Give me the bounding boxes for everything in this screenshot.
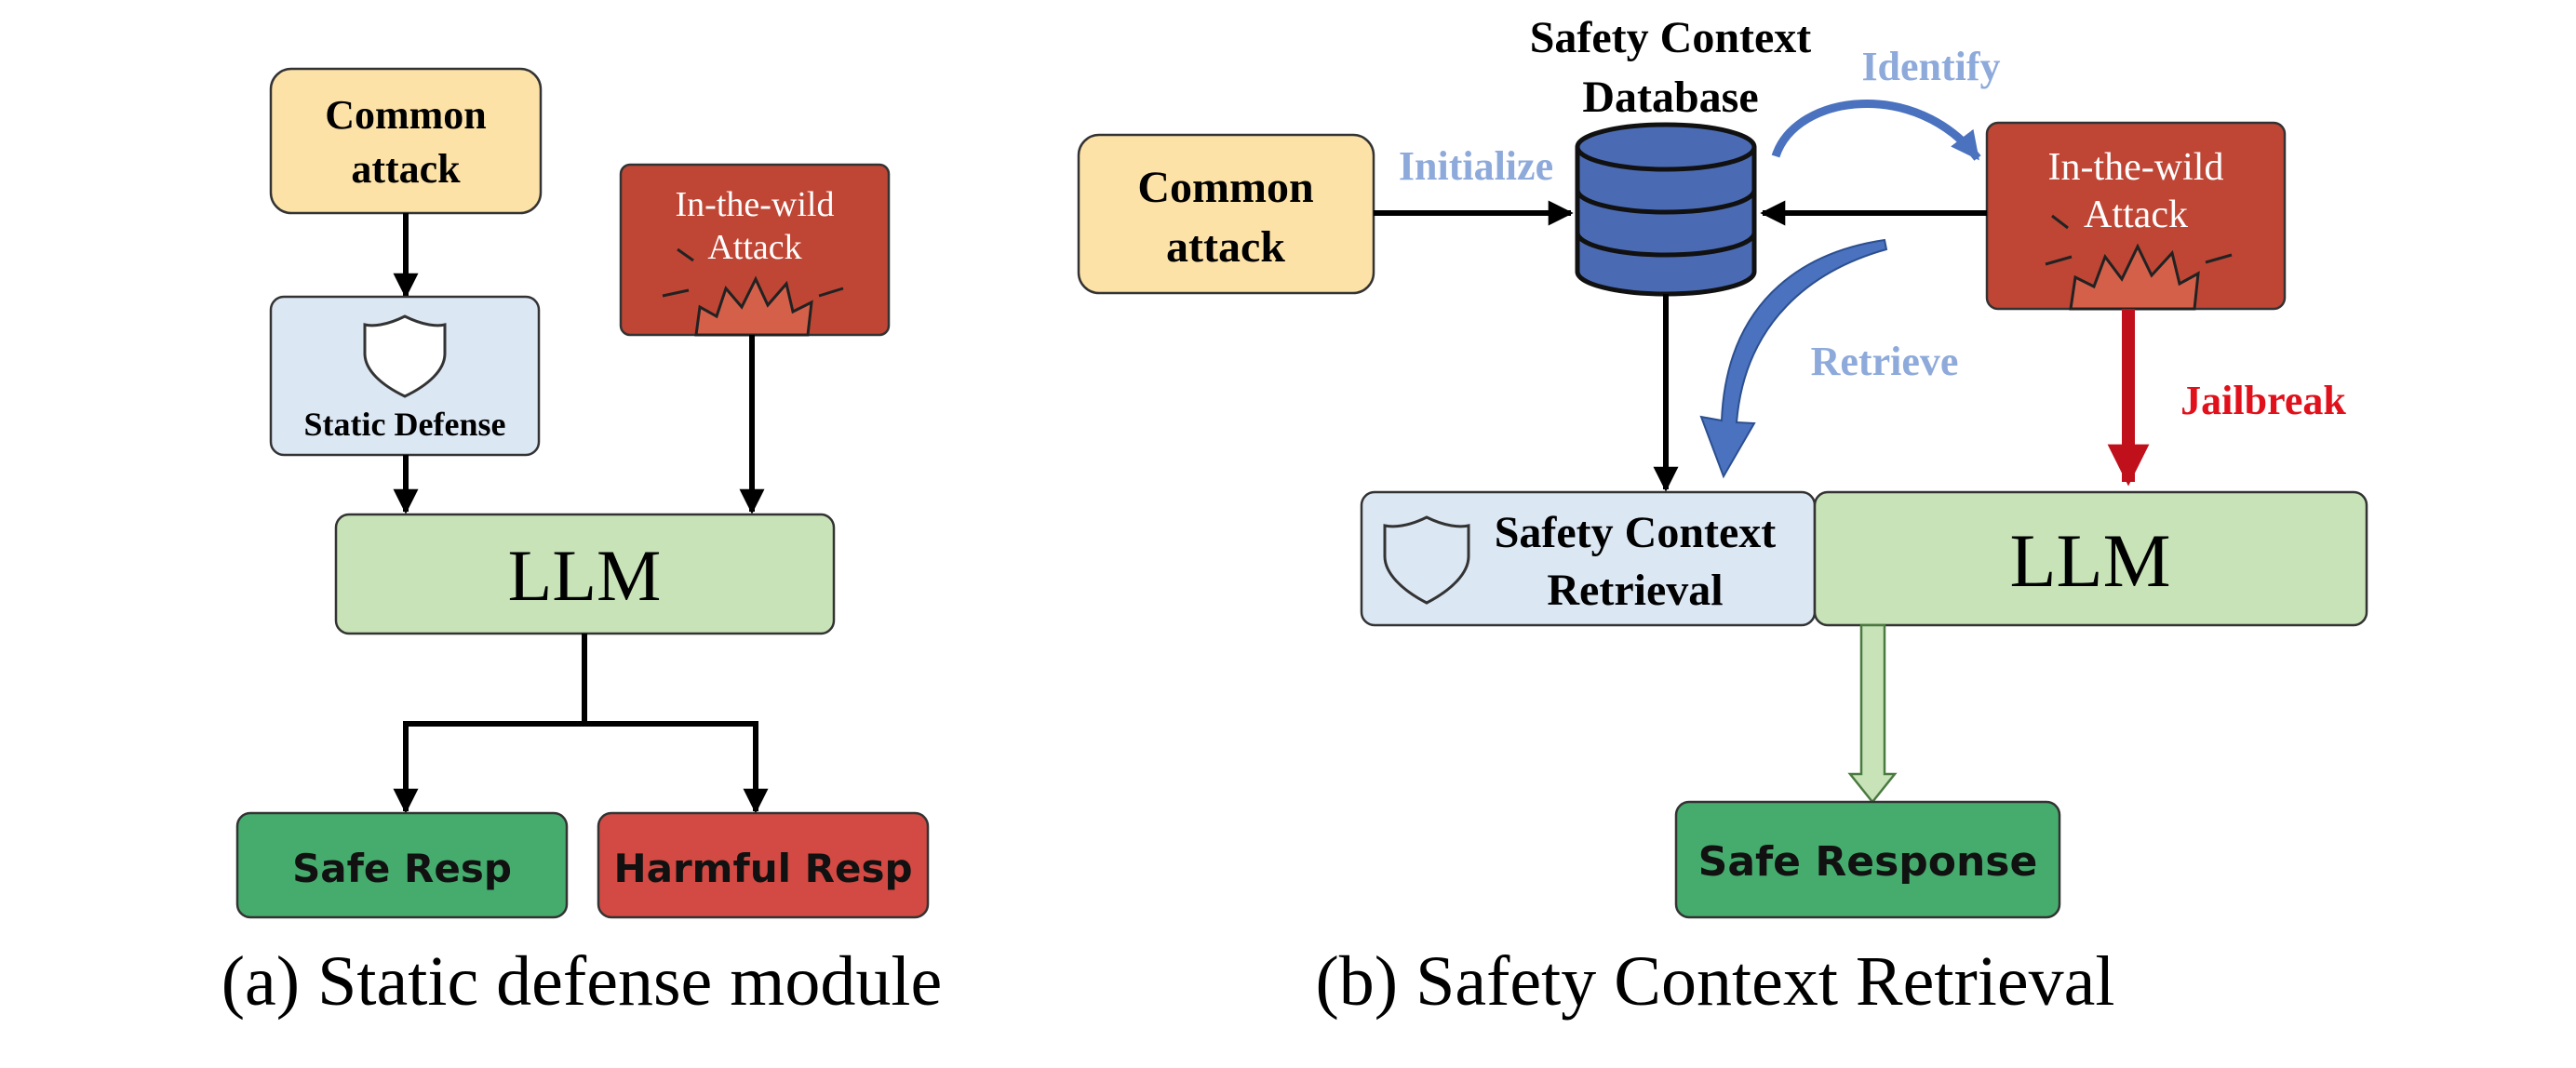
harmful-resp-box: Harmful Resp <box>597 811 930 919</box>
arrow-llm-to-safe-response <box>1847 623 1898 805</box>
panel-a: Common attack Static Defense In-the-wild… <box>221 67 942 1021</box>
database-title-line2: Database <box>1582 73 1758 122</box>
retrieval-label-line2: Retrieval <box>1547 566 1723 615</box>
llm-label-a: LLM <box>508 535 662 616</box>
wild-attack-b-line1: In-the-wild <box>2048 146 2224 189</box>
retrieval-label-line1: Safety Context <box>1495 508 1777 557</box>
llm-label-b: LLM <box>2009 518 2170 603</box>
caption-a: (a) Static defense module <box>221 942 942 1021</box>
retrieve-label: Retrieve <box>1811 339 1959 384</box>
static-defense-label: Static Defense <box>304 406 506 443</box>
common-attack-b-line2: attack <box>1166 222 1285 272</box>
common-attack-box-b: Common attack <box>1077 133 1375 295</box>
shield-icon <box>1383 515 1470 605</box>
common-attack-label-line1: Common <box>325 92 487 138</box>
jailbreak-label: Jailbreak <box>2180 378 2346 423</box>
wild-attack-box-a: In-the-wild Attack <box>619 163 891 337</box>
safe-resp-label: Safe Resp <box>292 846 512 891</box>
harmful-resp-label: Harmful Resp <box>613 846 912 891</box>
common-attack-label-line2: attack <box>351 146 461 192</box>
wild-attack-box-b: In-the-wild Attack <box>1985 121 2287 311</box>
safe-resp-box: Safe Resp <box>235 811 569 919</box>
llm-box-b: LLM <box>1813 490 2368 627</box>
wild-attack-label-line1: In-the-wild <box>676 185 835 224</box>
safety-context-retrieval-box: Safety Context Retrieval <box>1360 490 1817 627</box>
panel-b: Safety Context Database Common attack In… <box>1077 13 2368 1021</box>
common-attack-box-a: Common attack <box>269 67 543 215</box>
initialize-label: Initialize <box>1399 143 1553 189</box>
explosion-burst-icon <box>2045 214 2233 311</box>
static-defense-box: Static Defense <box>269 295 541 457</box>
identify-label: Identify <box>1861 44 2000 89</box>
wild-attack-b-line2: Attack <box>2084 194 2188 236</box>
database-icon <box>1575 122 1757 297</box>
common-attack-b-line1: Common <box>1137 163 1313 212</box>
llm-branch-connector-right <box>584 721 769 814</box>
retrieve-arrow <box>1699 238 1888 479</box>
llm-branch-connector <box>393 634 587 814</box>
wild-attack-label-line2: Attack <box>707 228 801 267</box>
identify-arrow <box>1771 100 1981 161</box>
explosion-burst-icon <box>662 247 844 337</box>
caption-b: (b) Safety Context Retrieval <box>1316 942 2115 1021</box>
safe-response-label: Safe Response <box>1698 838 2038 886</box>
database-title-line1: Safety Context <box>1530 13 1812 62</box>
safe-response-box: Safe Response <box>1674 800 2061 919</box>
llm-box-a: LLM <box>334 513 836 635</box>
shield-icon <box>363 314 447 398</box>
